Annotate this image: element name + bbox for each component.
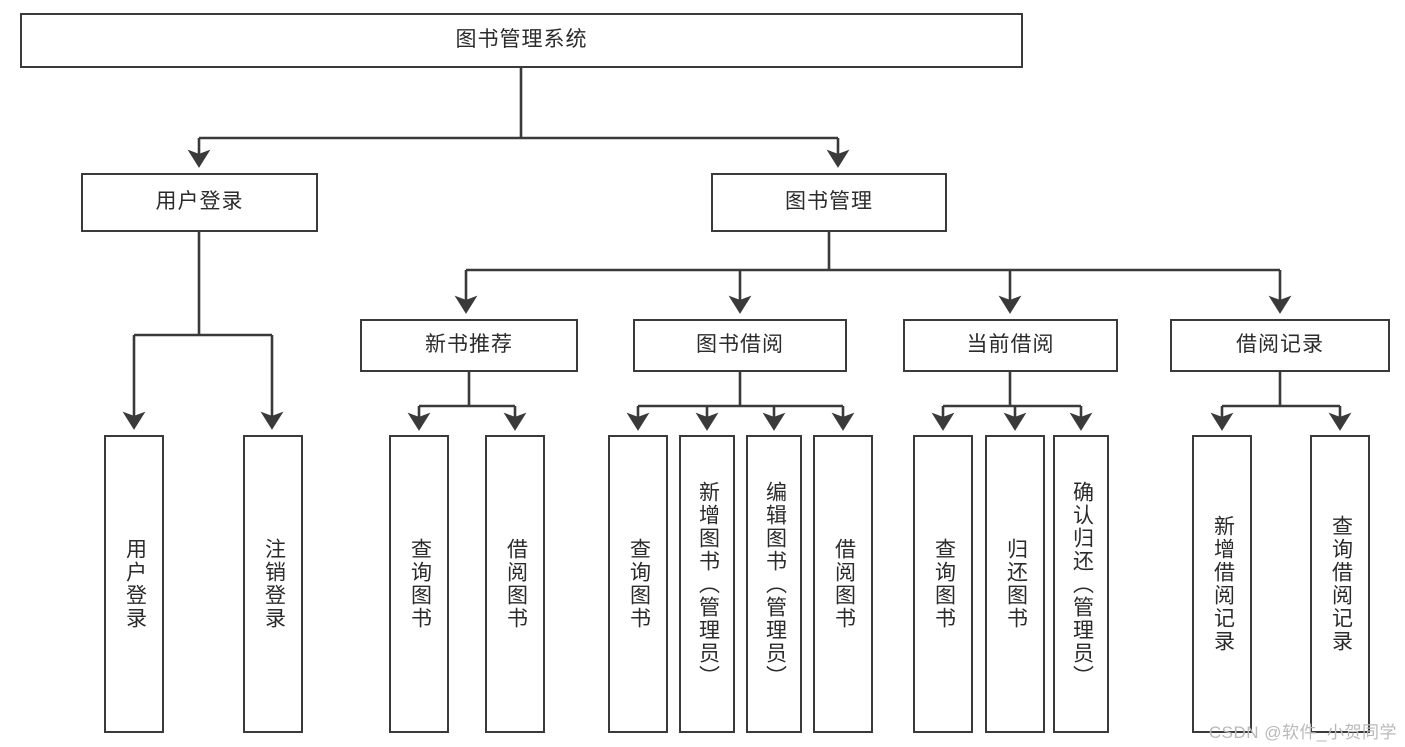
leaf-borrow-book[interactable]: 借阅图书: [813, 435, 873, 733]
leaf-user-login-label: 用户登录: [123, 538, 147, 630]
leaf-add-book-admin-label: 新增图书（管理员）: [696, 480, 720, 688]
node-user-login[interactable]: 用户登录: [81, 173, 318, 232]
leaf-return-book[interactable]: 归还图书: [985, 435, 1045, 733]
watermark: CSDN @软件_小贺同学: [1208, 723, 1397, 742]
node-current-borrow-label: 当前借阅: [966, 333, 1055, 357]
node-user-login-label: 用户登录: [155, 190, 244, 214]
leaf-confirm-return-admin-label: 确认归还（管理员）: [1070, 480, 1094, 688]
node-book-borrow-label: 图书借阅: [696, 333, 784, 357]
leaf-return-book-label: 归还图书: [1004, 538, 1028, 630]
leaf-query-book-borrow[interactable]: 查询图书: [608, 435, 668, 733]
leaf-query-book-borrow-label: 查询图书: [627, 538, 651, 630]
leaf-edit-book-admin[interactable]: 编辑图书（管理员）: [746, 435, 802, 733]
node-current-borrow[interactable]: 当前借阅: [903, 319, 1118, 372]
leaf-query-book-recommend[interactable]: 查询图书: [389, 435, 449, 733]
leaf-logout-label: 注销登录: [262, 538, 286, 630]
leaf-add-book-admin[interactable]: 新增图书（管理员）: [679, 435, 735, 733]
leaf-logout[interactable]: 注销登录: [243, 435, 303, 733]
leaf-edit-book-admin-label: 编辑图书（管理员）: [763, 480, 787, 688]
leaf-query-book-current[interactable]: 查询图书: [913, 435, 973, 733]
leaf-add-borrow-record[interactable]: 新增借阅记录: [1192, 435, 1252, 733]
leaf-query-borrow-record-label: 查询借阅记录: [1329, 515, 1353, 653]
node-root-label: 图书管理系统: [455, 28, 588, 52]
node-root[interactable]: 图书管理系统: [20, 13, 1023, 68]
leaf-add-borrow-record-label: 新增借阅记录: [1211, 515, 1235, 653]
node-book-borrow[interactable]: 图书借阅: [633, 319, 847, 372]
node-book-management-label: 图书管理: [785, 190, 873, 214]
leaf-borrow-book-recommend-label: 借阅图书: [504, 538, 528, 630]
leaf-query-book-current-label: 查询图书: [932, 538, 956, 630]
node-new-book-recommend[interactable]: 新书推荐: [360, 319, 578, 372]
node-new-book-recommend-label: 新书推荐: [425, 333, 513, 357]
leaf-borrow-book-label: 借阅图书: [832, 538, 856, 630]
leaf-query-book-recommend-label: 查询图书: [408, 538, 432, 630]
node-borrow-record[interactable]: 借阅记录: [1170, 319, 1390, 372]
node-borrow-record-label: 借阅记录: [1236, 333, 1324, 357]
leaf-query-borrow-record[interactable]: 查询借阅记录: [1310, 435, 1370, 733]
node-book-management[interactable]: 图书管理: [711, 173, 947, 232]
leaf-user-login[interactable]: 用户登录: [104, 435, 164, 733]
leaf-confirm-return-admin[interactable]: 确认归还（管理员）: [1053, 435, 1109, 733]
leaf-borrow-book-recommend[interactable]: 借阅图书: [485, 435, 545, 733]
